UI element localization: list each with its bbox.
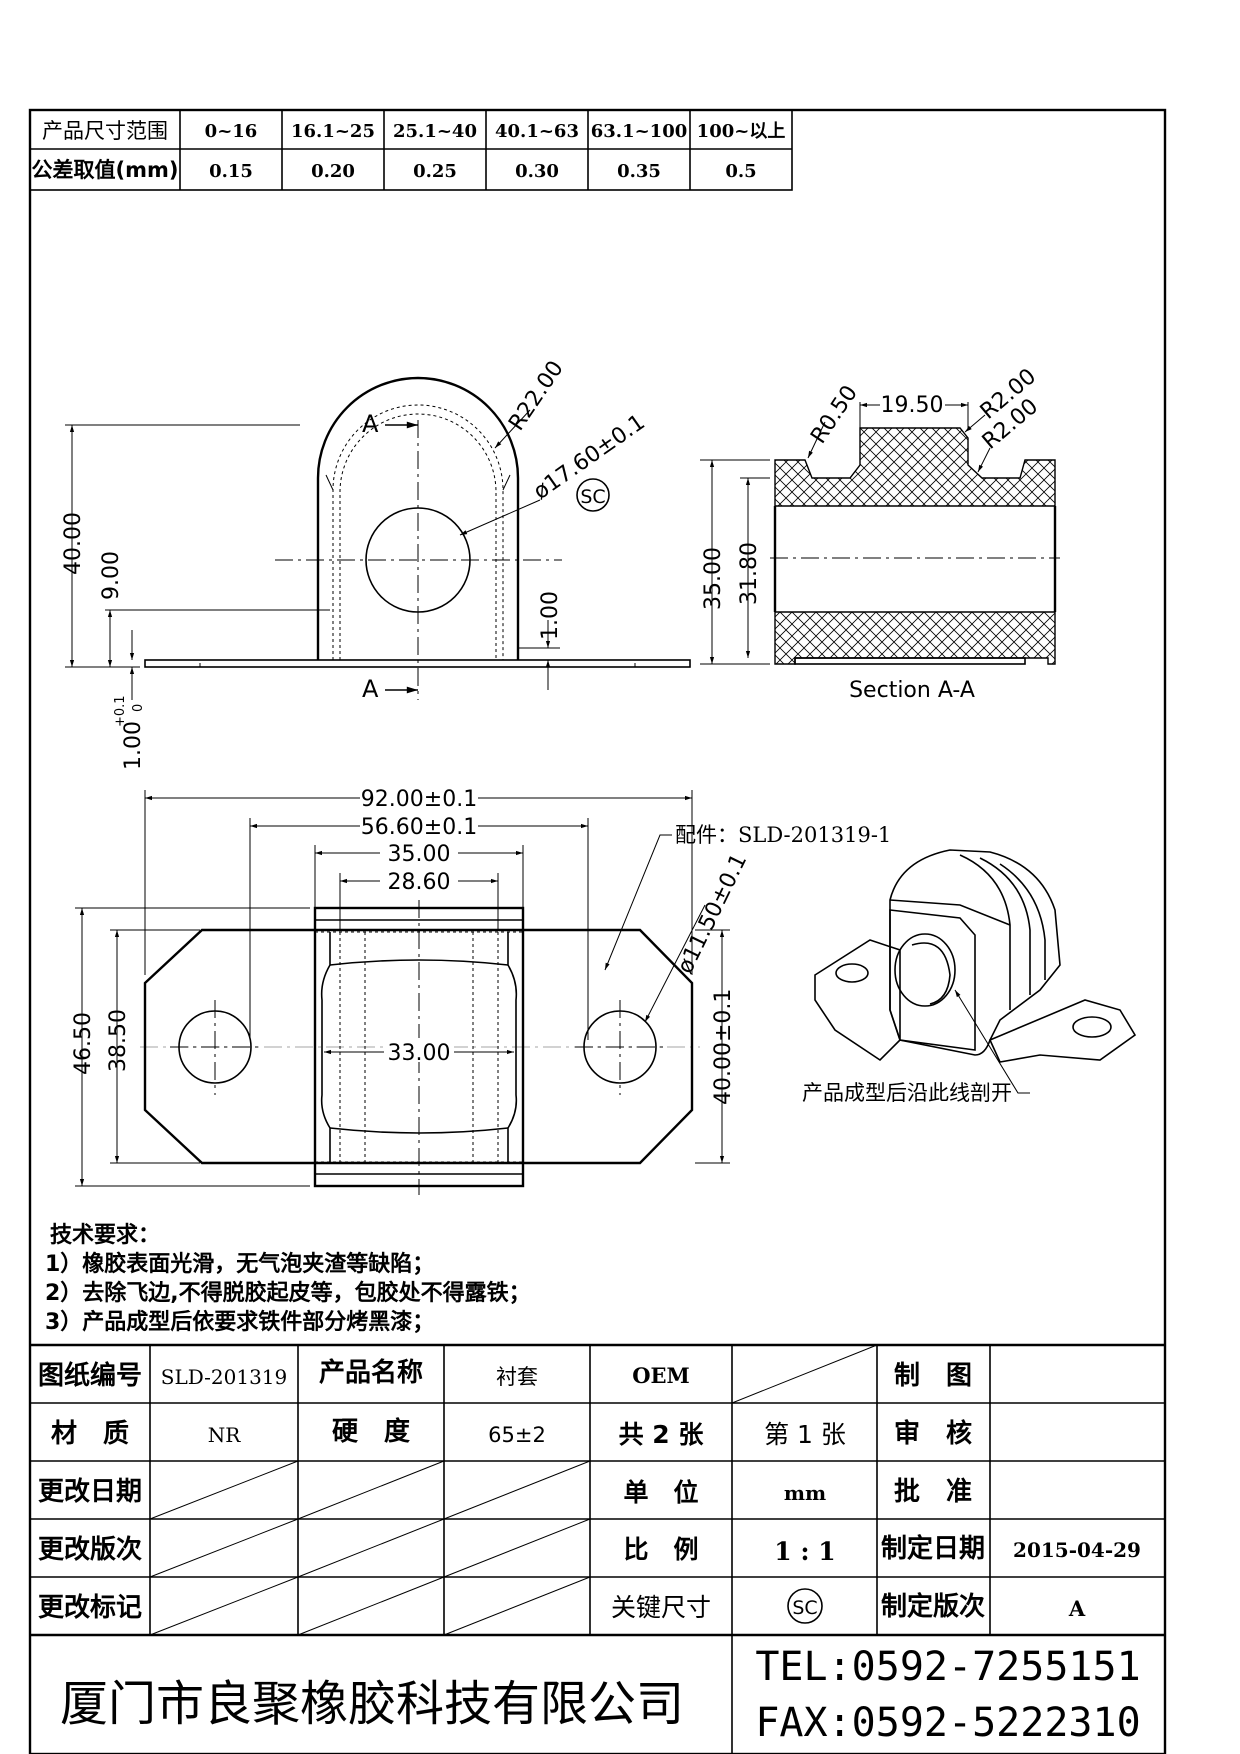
value-key-dim-symbol: SC [792, 1597, 817, 1619]
value-product-name: 衬套 [496, 1365, 538, 1389]
section-marker-top: A [362, 410, 379, 438]
tolerance-cell: 0.15 [209, 161, 253, 182]
dim-section-outer: 35.00 [701, 547, 726, 610]
tech-item: 1）橡胶表面光滑，无气泡夹渣等缺陷； [45, 1251, 434, 1277]
dim-overall-width: 92.00±0.1 [361, 787, 477, 812]
tolerance-row2-label: 公差取值(mm) [32, 158, 179, 182]
label-scale: 比 例 [623, 1535, 698, 1564]
label-product-name: 产品名称 [319, 1357, 423, 1388]
tolerance-row1-label: 产品尺寸范围 [42, 119, 168, 143]
section-view: 35.00 31.80 19.50 R0.50 R2.00 R2.00 Sect… [700, 364, 1060, 703]
label-unit: 单 位 [623, 1478, 698, 1507]
label-review: 审 核 [894, 1418, 972, 1449]
dim-gap: 1.00 [538, 591, 563, 640]
tolerance-cell: 0.20 [311, 161, 355, 182]
range-cell: 100~以上 [697, 121, 786, 142]
dim-plate-tol-upper: +0.1 [113, 695, 128, 727]
sc-mark-text: SC [580, 486, 605, 508]
range-cell: 63.1~100 [591, 121, 688, 142]
dim-hole-dia: ø11.50±0.1 [673, 850, 752, 978]
label-drawing-no: 图纸编号 [38, 1360, 142, 1391]
label-issue-date: 制定日期 [881, 1533, 985, 1564]
value-hardness: 65±2 [488, 1423, 546, 1447]
top-view: 92.00±0.1 56.60±0.1 35.00 28.60 33.00 46… [71, 785, 891, 1195]
range-cell: 16.1~25 [291, 121, 375, 142]
value-sheet-no: 第 1 张 [764, 1420, 846, 1449]
tech-item: 3）产品成型后依要求铁件部分烤黑漆； [45, 1309, 434, 1335]
label-key-dim: 关键尺寸 [611, 1593, 711, 1622]
tech-item: 2）去除飞边,不得脱胶起皮等，包胶处不得露铁； [45, 1280, 531, 1306]
tech-requirements: 技术要求： 1）橡胶表面光滑，无气泡夹渣等缺陷； 2）去除飞边,不得脱胶起皮等，… [45, 1223, 531, 1335]
tolerance-cell: 0.5 [725, 161, 756, 182]
dim-radius-r22: R22.00 [504, 356, 569, 435]
front-view: A A R22.00 ø17.60±0.1 SC 40.00 9.00 1.00… [61, 356, 691, 770]
company-name: 厦门市良聚橡胶科技有限公司 [60, 1676, 684, 1732]
section-marker-bottom: A [362, 675, 379, 703]
dim-height-40: 40.00 [61, 512, 86, 575]
value-issue-date: 2015-04-29 [1013, 1538, 1141, 1562]
range-cell: 0~16 [205, 121, 258, 142]
dim-hole-vertical: 40.00±0.1 [711, 989, 736, 1105]
value-oem: OEM [632, 1363, 690, 1388]
value-sheets-total: 共 2 张 [619, 1420, 705, 1449]
dim-plate-tol-lower: 0 [131, 704, 146, 712]
sc-mark [576, 478, 610, 512]
tech-heading: 技术要求： [50, 1223, 160, 1248]
dim-waist: 33.00 [388, 1041, 451, 1066]
tolerance-cell: 0.25 [413, 161, 457, 182]
label-material: 材 质 [51, 1419, 129, 1449]
part-note: 配件：SLD-201319-1 [675, 823, 891, 847]
value-issue-version: A [1068, 1596, 1086, 1621]
dim-plate-thickness: 1.00 [121, 721, 146, 770]
label-issue-version: 制定版次 [881, 1591, 985, 1622]
label-hardness: 硬 度 [332, 1416, 410, 1447]
value-unit: mm [784, 1481, 826, 1505]
section-caption: Section A-A [849, 678, 975, 703]
dim-inner-height: 38.50 [106, 1009, 131, 1072]
cut-note: 产品成型后沿此线剖开 [802, 1081, 1012, 1105]
value-scale: 1 : 1 [774, 1537, 835, 1566]
dim-section-inner: 31.80 [737, 542, 762, 605]
tolerance-table: 产品尺寸范围 公差取值(mm) 0~16 16.1~25 25.1~40 40.… [29, 109, 793, 191]
label-change-version: 更改版次 [38, 1534, 142, 1565]
key-dim-sc-icon [787, 1588, 823, 1624]
label-change-date: 更改日期 [38, 1476, 142, 1507]
dim-overall-height: 46.50 [71, 1012, 96, 1075]
value-drawing-no: SLD-201319 [161, 1365, 288, 1389]
company-fax: FAX:0592-5222310 [755, 1700, 1140, 1746]
dim-inner-width: 28.60 [388, 870, 451, 895]
title-block: 图纸编号 SLD-201319 产品名称 衬套 OEM 制 图 材 质 NR 硬… [30, 1343, 1165, 1754]
dim-section-top-width: 19.50 [881, 393, 944, 418]
value-material: NR [208, 1423, 242, 1447]
iso-view: 产品成型后沿此线剖开 [802, 849, 1137, 1105]
company-tel: TEL:0592-7255151 [755, 1644, 1140, 1690]
label-approve: 批 准 [894, 1477, 972, 1507]
dim-hole-spacing: 56.60±0.1 [361, 815, 477, 840]
tolerance-cell: 0.35 [617, 161, 661, 182]
tolerance-cell: 0.30 [515, 161, 559, 182]
dim-body-width: 35.00 [388, 842, 451, 867]
dim-radius-r050: R0.50 [806, 381, 863, 448]
dim-center-height: 9.00 [99, 551, 124, 600]
label-change-mark: 更改标记 [38, 1592, 142, 1623]
range-cell: 25.1~40 [393, 121, 477, 142]
label-drawn: 制 图 [894, 1361, 972, 1391]
range-cell: 40.1~63 [495, 121, 579, 142]
